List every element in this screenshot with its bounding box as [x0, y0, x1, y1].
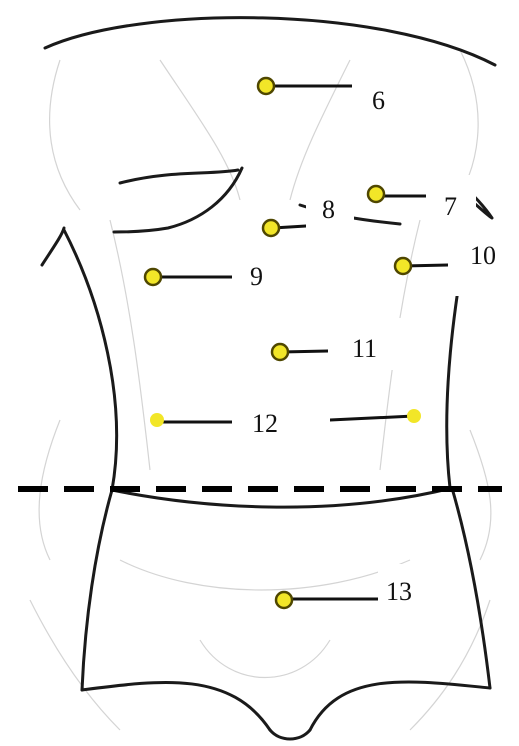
crotch-outline: [270, 730, 310, 739]
left-waist-outline: [64, 230, 117, 490]
underwear-leg-right: [310, 682, 490, 730]
left-chest-outline: [114, 168, 242, 232]
marker-8: [263, 220, 279, 236]
underwear-left-outline: [82, 490, 112, 690]
label-7: 7: [444, 192, 457, 221]
underwear-right-outline: [452, 488, 490, 688]
marker-10: [395, 258, 411, 274]
marker-12-right: [407, 409, 421, 423]
leader-line-12-right: [330, 416, 414, 420]
head-outline: [45, 18, 495, 65]
marker-11: [272, 344, 288, 360]
body-outline: [42, 18, 495, 739]
marker-7: [368, 186, 384, 202]
underwear-leg-left: [82, 682, 270, 730]
label-12: 12: [252, 409, 278, 438]
marker-9: [145, 269, 161, 285]
label-11: 11: [352, 334, 377, 363]
label-10: 10: [470, 241, 496, 270]
background-sketch: [30, 50, 491, 730]
label-8: 8: [322, 195, 335, 224]
left-shoulder-outline: [120, 170, 238, 183]
marker-12-left: [150, 413, 164, 427]
label-9: 9: [250, 262, 263, 291]
marker-6: [258, 78, 274, 94]
left-arm-outline: [42, 228, 64, 265]
marker-13: [276, 592, 292, 608]
label-6: 6: [372, 86, 385, 115]
label-13: 13: [386, 577, 412, 606]
